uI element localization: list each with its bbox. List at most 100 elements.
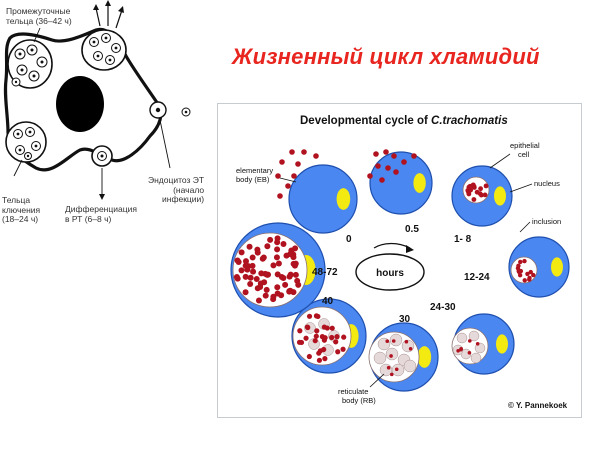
label-intermediate-bodies: Промежуточные тельца (36–42 ч) [6, 6, 72, 26]
elementary-body-48-72 [262, 270, 269, 277]
elementary-body-40 [304, 324, 311, 330]
elementary-body-24-30 [456, 349, 460, 353]
elementary-body-40 [317, 348, 323, 354]
elementary-body-48-72 [280, 275, 287, 282]
elementary-body-1-8 [482, 192, 488, 198]
elementary-body-12-24 [525, 271, 530, 277]
elementary-body-1-8 [478, 192, 484, 198]
elementary-body-48-72 [249, 254, 256, 261]
elementary-body-40 [321, 324, 327, 330]
copyright-label: © Y. Pannekoek [508, 401, 568, 410]
elementary-body-48-72 [246, 243, 253, 250]
elementary-body-48-72 [242, 273, 249, 280]
elementary-body-48-72 [261, 279, 268, 286]
elementary-body-12-24 [518, 268, 524, 274]
reticulate-body-24-30 [470, 352, 482, 364]
elementary-body-1-8 [478, 186, 483, 192]
elementary-body-48-72 [238, 267, 245, 274]
nucleus-12-24 [551, 257, 563, 277]
elementary-body-48-72 [247, 281, 254, 288]
annotation-nucleus: nucleus [534, 179, 560, 188]
elementary-body-48-72 [270, 293, 277, 300]
elementary-body-48-72 [250, 268, 257, 275]
elementary-body-30 [394, 367, 399, 372]
elementary-body-0 [313, 153, 319, 159]
elementary-body-48-72 [270, 262, 277, 269]
elementary-body-48-72 [254, 249, 261, 256]
elementary-body-40 [298, 339, 305, 346]
elementary-body-48-72 [292, 245, 299, 252]
elementary-body-48-72 [286, 288, 293, 295]
label-endocytosis: Эндоцитоз ЭТ (начало инфекции) [148, 175, 205, 204]
elementary-body-0-5 [391, 153, 397, 159]
elementary-body-0-5 [367, 173, 373, 179]
elementary-body-48-72 [247, 274, 254, 281]
elementary-body-0-5 [375, 163, 381, 169]
elementary-body-24-30 [467, 339, 472, 343]
elementary-body-48-72 [264, 243, 271, 250]
elementary-body-48-72 [262, 292, 269, 299]
elementary-body-12-24 [522, 278, 527, 283]
elementary-body-40 [341, 334, 347, 340]
elementary-body-48-72 [267, 236, 274, 243]
reticulate-body-30 [373, 351, 387, 365]
host-nucleus [56, 76, 104, 132]
annotation-reticulate-body: reticulate body (RB) [338, 387, 376, 405]
elementary-body-48-72 [242, 262, 249, 269]
cycle-arrow [373, 242, 411, 249]
elementary-body-48-72 [255, 297, 262, 304]
elementary-body-0-5 [383, 149, 389, 155]
elementary-body-0 [277, 193, 283, 199]
elementary-body-48-72 [263, 286, 270, 293]
elementary-body-1-8 [466, 184, 472, 190]
time-label-30: 30 [399, 314, 411, 325]
elementary-body-48-72 [292, 260, 299, 267]
elementary-body-1-8 [474, 189, 480, 195]
elementary-body-40 [303, 335, 309, 341]
elementary-body-12-24 [531, 272, 536, 278]
elementary-body-40 [297, 328, 303, 334]
elementary-body-48-72 [242, 289, 249, 296]
cell-0 [288, 164, 358, 234]
time-label-0-5: 0.5 [405, 224, 419, 235]
elementary-body-48-72 [287, 271, 294, 278]
slide-title: Жизненный цикл хламидий [232, 44, 540, 69]
elementary-body-24-30 [475, 341, 480, 346]
elementary-body-48-72 [249, 262, 256, 269]
elementary-body-48-72 [233, 273, 240, 280]
time-label-40: 40 [322, 296, 334, 307]
elementary-body-30 [389, 372, 394, 377]
elementary-body-48-72 [234, 257, 241, 264]
elementary-body-40 [312, 338, 318, 344]
elementary-body-48-72 [282, 281, 289, 288]
developmental-cycle-panel: Developmental cycle of C.trachomatis hou… [217, 103, 582, 418]
elementary-body-40 [316, 357, 323, 363]
elementary-body-40 [335, 349, 341, 355]
time-label-12-24: 12-24 [464, 272, 490, 283]
elementary-body-0 [301, 149, 307, 155]
elementary-body-48-72 [294, 277, 301, 284]
label-inclusion-bodies: Тельца ключения (18–24 ч) [2, 195, 41, 224]
annotation-epithelial-cell: epithelial cell [510, 141, 542, 159]
cycle-title: Developmental cycle of C.trachomatis [300, 115, 508, 127]
elementary-body-40 [314, 328, 320, 334]
nucleus-30 [417, 346, 432, 368]
elementary-body-12-24 [528, 269, 533, 275]
reticulate-body-24-30 [468, 330, 480, 342]
elementary-body-0 [291, 173, 297, 179]
elementary-body-0-5 [401, 159, 407, 165]
elementary-body-48-72 [274, 239, 281, 246]
elementary-body-1-8 [466, 191, 472, 197]
elementary-body-12-24 [517, 273, 523, 278]
nucleus-0 [336, 188, 351, 210]
elementary-body-48-72 [242, 258, 249, 265]
elementary-body-48-72 [275, 260, 282, 267]
elementary-body-40 [306, 353, 312, 360]
elementary-body-40 [340, 346, 346, 352]
elementary-body-48-72 [274, 246, 281, 253]
time-label-48-72: 48-72 [312, 267, 338, 278]
reticulate-body-30 [385, 347, 399, 361]
reticulate-body-24-30 [456, 332, 468, 344]
elementary-body-48-72 [253, 276, 260, 283]
stage-cells [230, 149, 570, 392]
